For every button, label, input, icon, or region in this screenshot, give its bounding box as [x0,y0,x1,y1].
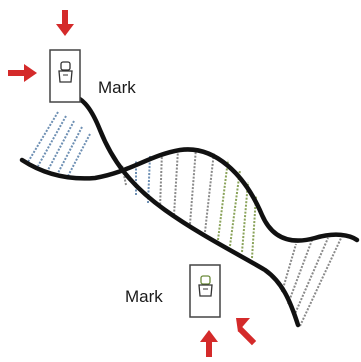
base-pair-rung [282,244,296,292]
base-pair-rung [288,240,312,304]
marker-box-bottom [190,265,220,317]
base-pair-rung [205,152,214,232]
arrow-left-right [8,64,37,82]
base-pair-rung [174,150,178,215]
base-pair-rung [242,182,248,252]
base-pair-rung [68,134,90,176]
marker-box-top [50,50,80,102]
base-pair-rung [300,236,342,326]
mark-label-bottom: Mark [125,287,163,306]
arrow-diagonal-up-left [236,318,256,345]
base-pair-rung [38,116,66,166]
base-pair-rung [218,160,228,240]
base-pair-rung [58,127,82,173]
base-pair-rung [190,148,196,224]
arrow-bottom-up [200,330,218,357]
base-pair-rung [160,152,162,208]
base-pair-rung [230,170,240,246]
mark-bottom: Mark [125,265,220,317]
base-pair-rungs [28,112,342,326]
arrow-top-down [56,10,74,36]
base-pair-rung [28,112,58,162]
dna-strand-a [66,97,298,325]
base-pair-rung [48,121,74,170]
mark-top: Mark [50,50,136,102]
mark-label-top: Mark [98,78,136,97]
